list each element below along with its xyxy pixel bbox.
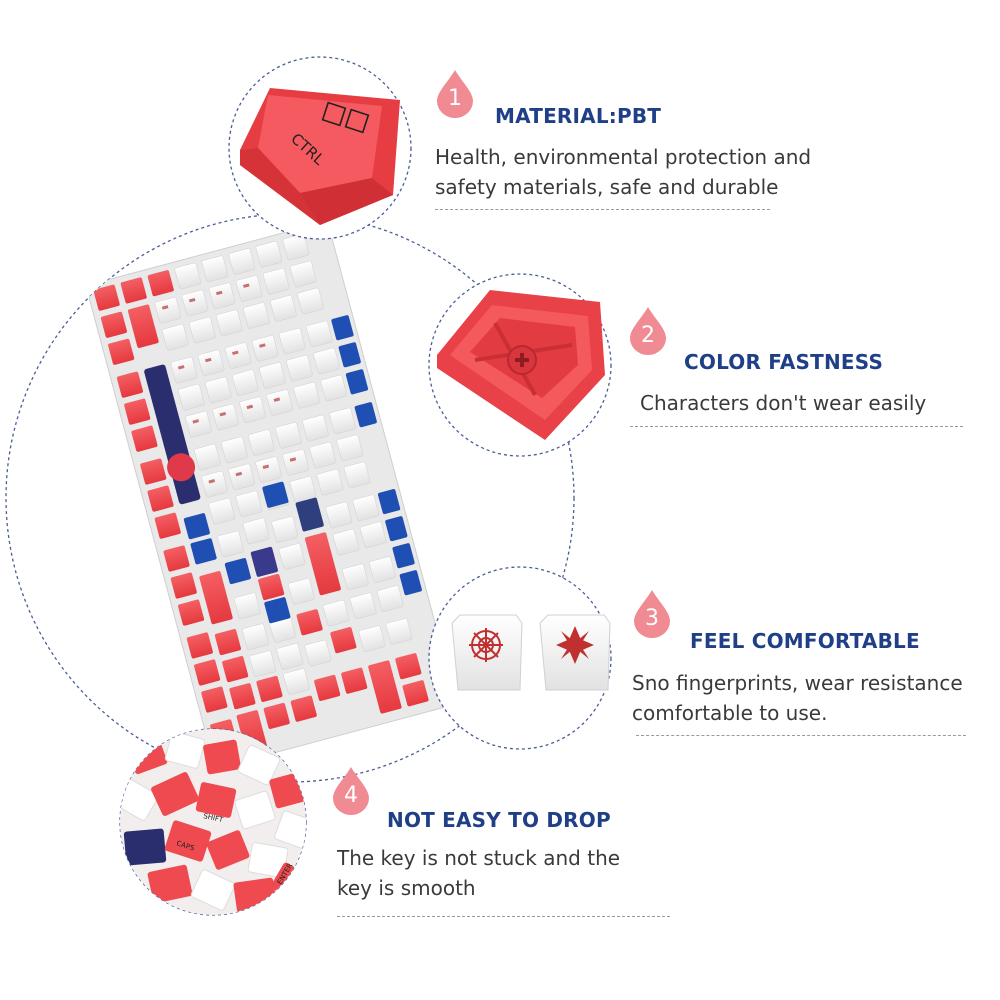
droplet-icon [333, 767, 369, 815]
feature-description-line: safety materials, safe and durable [435, 175, 779, 199]
feature-number-badge: 4 [331, 765, 371, 815]
droplet-icon [437, 70, 473, 118]
feature-divider [435, 209, 770, 210]
feature-description-line: key is smooth [337, 876, 476, 900]
keycap-pile-image: CAPS SHIFT ENTER [120, 729, 306, 915]
feature-number-badge: 3 [632, 588, 672, 638]
feature-description-line: The key is not stuck and the [337, 846, 621, 870]
feature-title: FEEL COMFORTABLE [690, 629, 920, 653]
feature-description-line: Characters don't wear easily [640, 391, 927, 415]
feature-number-badge: 1 [435, 68, 475, 118]
feature-number: 2 [641, 323, 655, 348]
feature-divider [630, 426, 963, 427]
feature-title: MATERIAL:PBT [495, 104, 662, 128]
feature-description-line: Health, environmental protection and [435, 145, 812, 169]
keycap-underside-image [437, 290, 605, 440]
feature-title: NOT EASY TO DROP [387, 808, 611, 832]
feature-number-badge: 2 [628, 305, 668, 355]
ctrl-keycap-image [240, 88, 400, 225]
feature-number: 4 [344, 783, 358, 808]
feature-number: 3 [645, 606, 659, 631]
feature-divider [337, 916, 670, 917]
feature-description-line: comfortable to use. [632, 701, 828, 725]
feature-description-line: Sno fingerprints, wear resistance [632, 671, 963, 695]
droplet-icon [630, 307, 666, 355]
droplet-icon [634, 590, 670, 638]
keyboard-image [86, 221, 456, 768]
feature-divider [636, 735, 966, 736]
feature-number: 1 [448, 86, 462, 111]
white-keycaps-image [451, 614, 611, 691]
feature-title: COLOR FASTNESS [684, 350, 884, 374]
